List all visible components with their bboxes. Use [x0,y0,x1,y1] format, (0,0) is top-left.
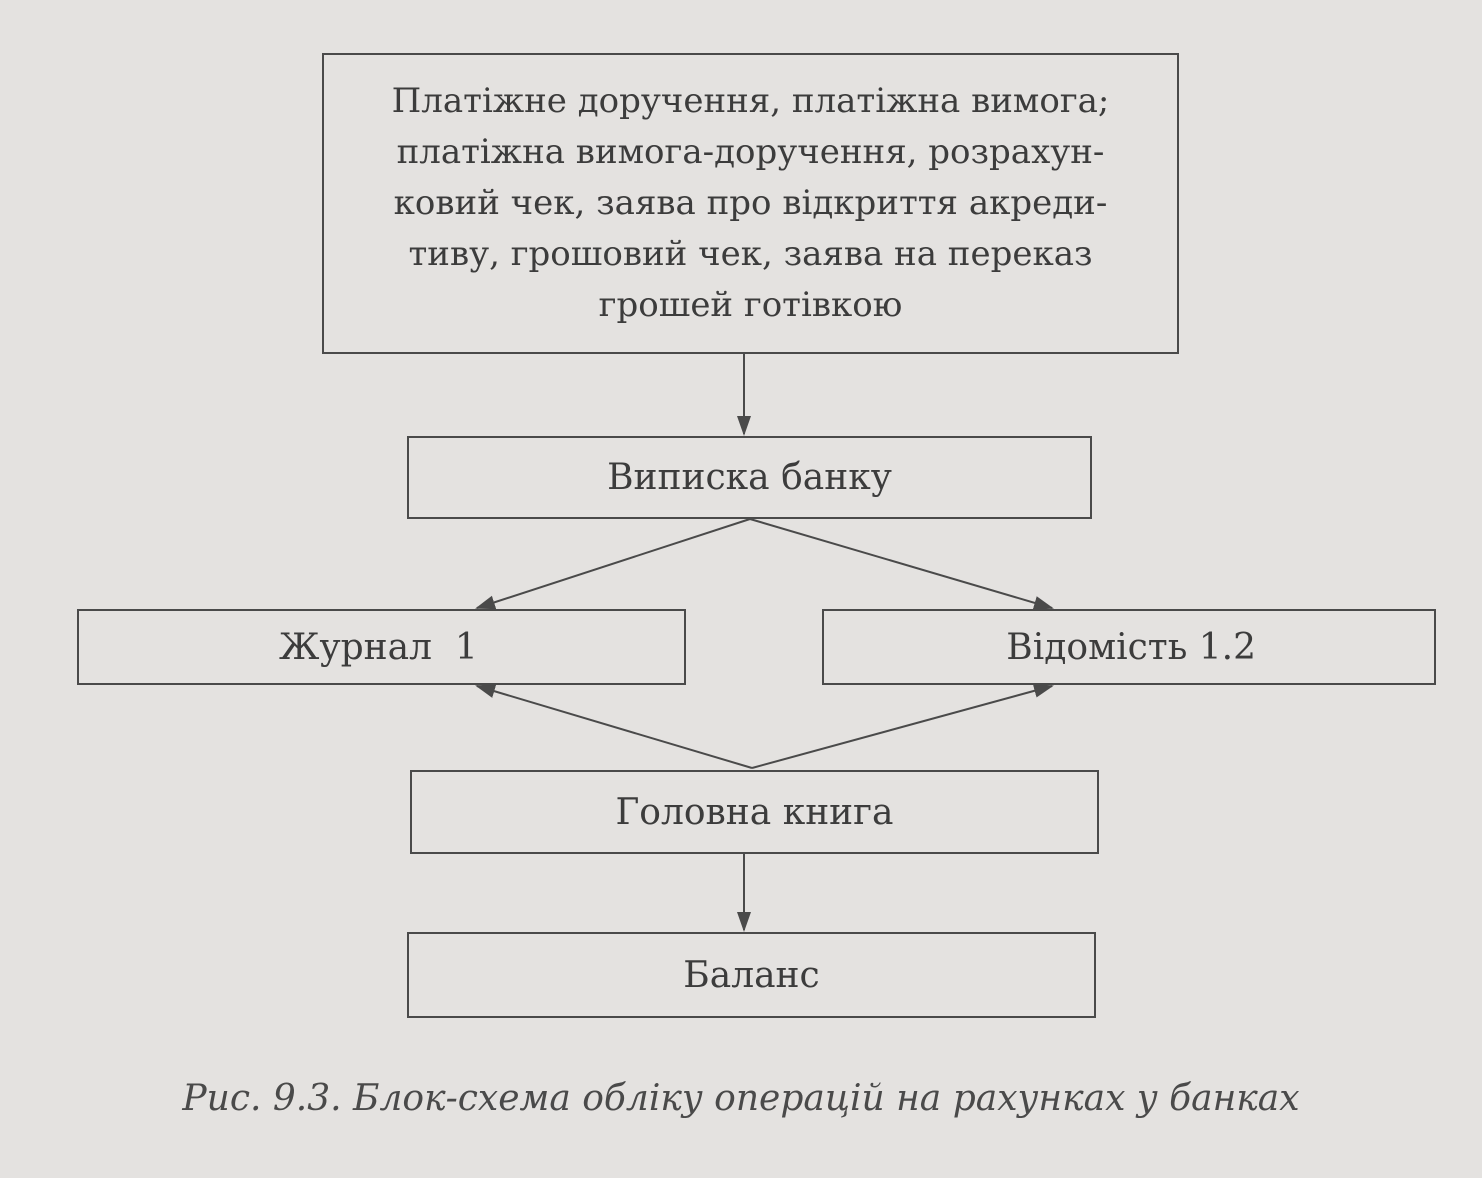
node-vidomist-label: Відомість 1.2 [1006,626,1256,668]
node-bank-statement: Виписка банку [407,436,1092,519]
node-payment-line-5: грошей готівкою [598,285,903,325]
node-payment-line-4: тиву, грошовий чек, заява на переказ [408,234,1093,274]
node-payment-documents: Платіжне доручення, платіжна вимога; пла… [322,53,1179,354]
figure-caption: Рис. 9.3. Блок-схема обліку операцій на … [182,1078,1300,1119]
node-payment-line-2: платіжна вимога-доручення, розрахун- [396,132,1105,172]
node-general-ledger-label: Головна книга [615,791,894,833]
edge-statement-vidomist [749,518,1054,610]
edge-ledger-vidomist [751,683,1054,769]
node-journal-label: Журнал 1 [279,626,478,668]
node-bank-statement-label: Виписка банку [607,457,892,498]
node-balance-label: Баланс [683,954,820,996]
node-payment-line-3: ковий чек, заява про відкриття акреди- [393,183,1108,223]
node-balance: Баланс [407,932,1096,1018]
node-vidomist: Відомість 1.2 [822,609,1436,685]
edge-ledger-journal [475,684,753,769]
node-general-ledger: Головна книга [410,770,1099,854]
node-payment-text: Платіжне доручення, платіжна вимога; пла… [392,76,1110,331]
node-journal: Журнал 1 [77,609,686,685]
edge-statement-journal [475,518,751,610]
node-payment-line-1: Платіжне доручення, платіжна вимога; [391,81,1110,121]
